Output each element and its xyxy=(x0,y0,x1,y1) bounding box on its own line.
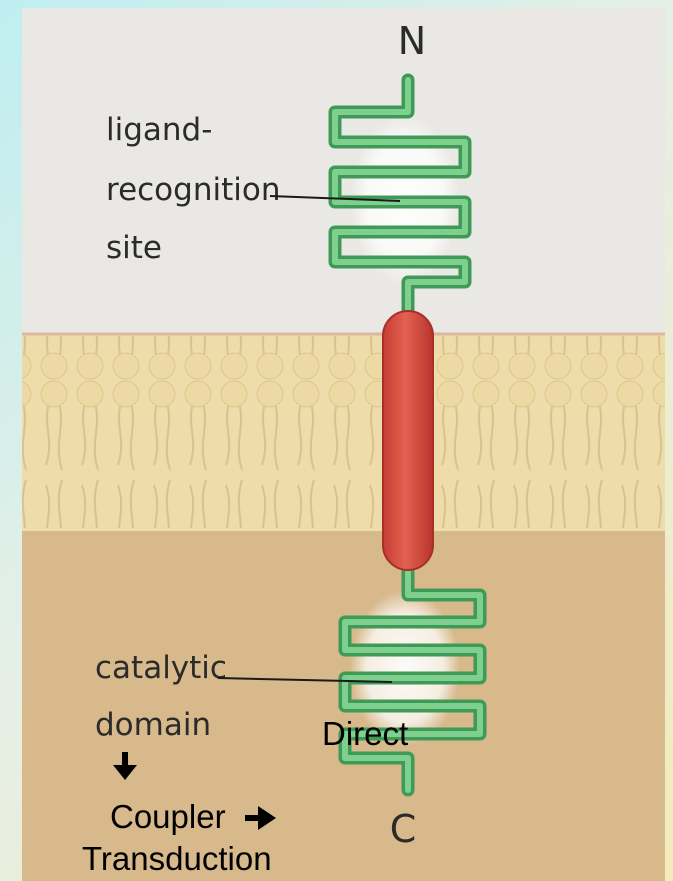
lipid-bilayer xyxy=(22,336,665,528)
n-terminus-label: N xyxy=(398,19,426,63)
coupler-label: Coupler xyxy=(110,798,226,835)
catalytic-label-line-1: catalytic xyxy=(95,650,227,686)
transmembrane-helix xyxy=(383,311,433,570)
catalytic-label-line-2: domain xyxy=(95,707,211,743)
transduction-label: Transduction xyxy=(82,840,272,877)
ligand-label-line-2: recognition xyxy=(106,172,280,208)
ligand-label-line-3: site xyxy=(106,230,162,266)
c-terminus-label: C xyxy=(390,807,417,851)
direct-label: Direct xyxy=(322,715,408,752)
ligand-label-line-1: ligand- xyxy=(106,112,212,148)
